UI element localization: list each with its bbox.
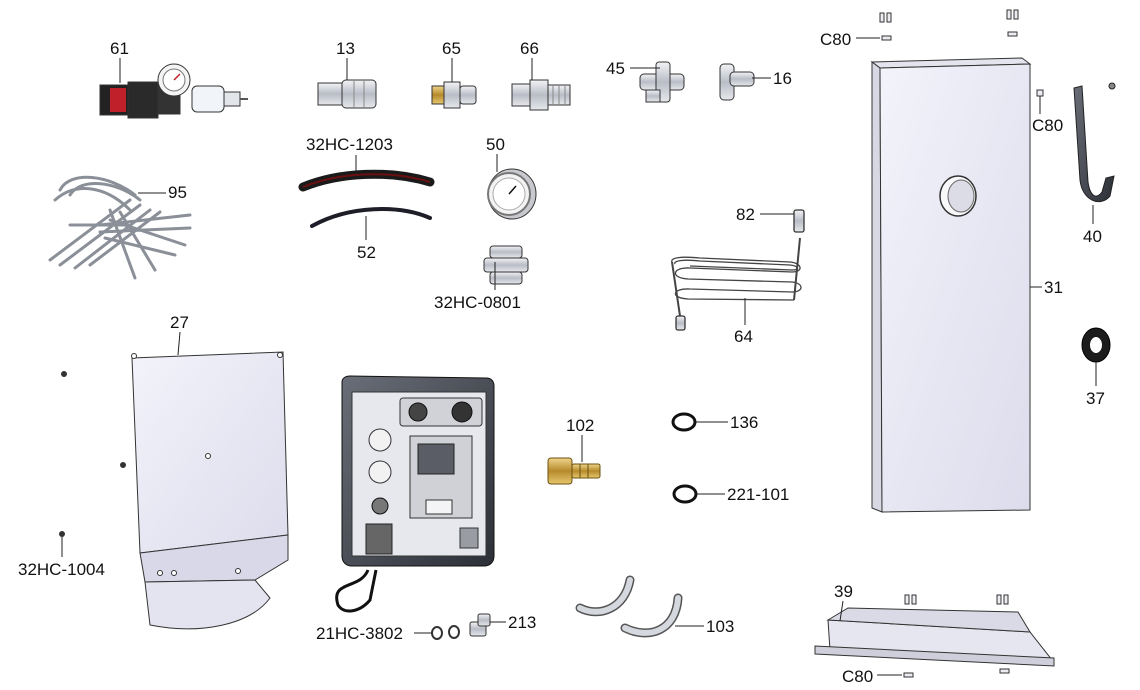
part-37-grommet (1081, 327, 1111, 363)
part-45-tee-fitting (639, 61, 685, 103)
part-21HC-3802-controller (335, 375, 495, 613)
label-65: 65 (442, 39, 461, 58)
part-32HC-1203-hose (298, 169, 435, 192)
label-61: 61 (110, 39, 129, 58)
part-102-barb-fitting (547, 457, 601, 485)
label-45: 45 (606, 59, 625, 78)
label-39: 39 (834, 582, 853, 601)
screw-set-top (879, 9, 1044, 97)
part-16-elbow-fitting (719, 63, 755, 101)
part-103-bent-tubes (575, 575, 683, 638)
label-40: 40 (1083, 227, 1102, 246)
part-64-coil-tube (671, 209, 805, 331)
label-C80-top: C80 (820, 30, 851, 49)
label-32HC-0801: 32HC-0801 (434, 293, 521, 312)
part-136-o-ring (671, 412, 697, 432)
part-13-coupler (317, 79, 377, 109)
part-21HC-3802-washers (431, 625, 460, 640)
label-16: 16 (773, 69, 792, 88)
label-66: 66 (520, 39, 539, 58)
part-50-pressure-gauge (487, 168, 537, 220)
leader-39 (839, 600, 844, 622)
label-213: 213 (508, 613, 536, 632)
part-32HC-0801-cam-coupling (483, 245, 529, 285)
label-64: 64 (734, 327, 753, 346)
label-32HC-1203: 32HC-1203 (306, 135, 393, 154)
part-61-filter-regulator (99, 63, 248, 119)
label-103: 103 (706, 617, 734, 636)
screw-set-tray (903, 594, 1010, 678)
label-27: 27 (170, 313, 189, 332)
label-82: 82 (736, 205, 755, 224)
label-C80-bottom: C80 (842, 667, 873, 686)
part-221-101-o-ring (672, 484, 698, 504)
part-40-hook-bracket (1073, 82, 1116, 202)
label-C80-right: C80 (1032, 116, 1063, 135)
part-95-tube-bundle (48, 175, 192, 280)
label-32HC-1004: 32HC-1004 (18, 560, 105, 579)
part-31-side-panel (870, 57, 1032, 513)
part-213-elbow-fitting (469, 613, 491, 637)
part-52-tube (310, 207, 432, 228)
label-50: 50 (486, 135, 505, 154)
label-136: 136 (730, 413, 758, 432)
part-65-fitting (431, 81, 477, 109)
label-37: 37 (1086, 389, 1105, 408)
label-221-101: 221-101 (727, 485, 789, 504)
label-102: 102 (566, 416, 594, 435)
part-66-fitting (511, 79, 571, 111)
part-27-back-plate (131, 351, 289, 630)
part-39-drip-tray (814, 607, 1055, 667)
screw-set-left (59, 371, 126, 537)
label-95: 95 (168, 183, 187, 202)
label-31: 31 (1044, 278, 1063, 297)
label-52: 52 (357, 243, 376, 262)
label-13: 13 (336, 39, 355, 58)
leader-27 (177, 331, 181, 356)
label-21HC-3802: 21HC-3802 (316, 624, 403, 643)
